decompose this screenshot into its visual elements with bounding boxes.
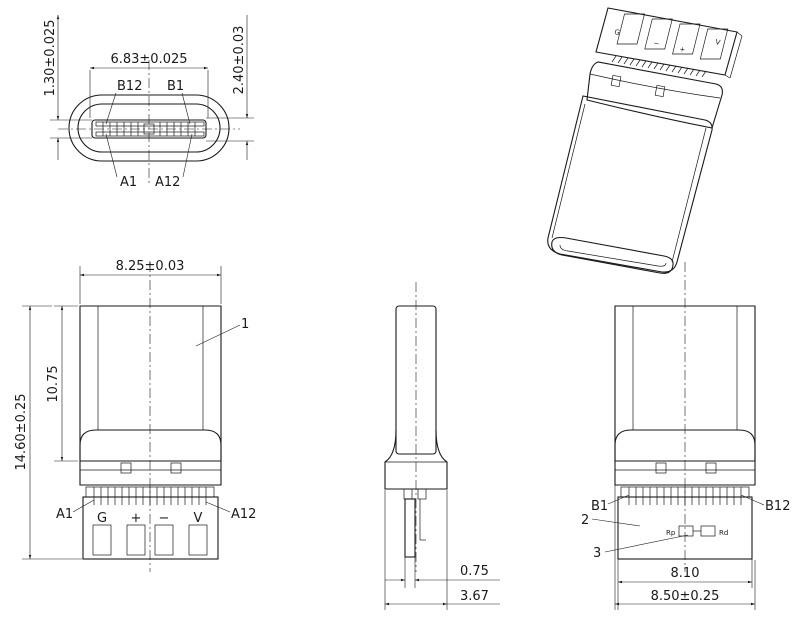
contact-row-top (95, 121, 205, 127)
back-view: Rp Rd 8.10 8.50±0.25 B1 B12 2 3 (581, 262, 790, 610)
front-pad-label-v: V (194, 511, 203, 526)
front-pin-label-a12: A12 (231, 507, 256, 522)
iso-pad-label-v: V (715, 38, 722, 47)
iso-pad (644, 18, 673, 50)
iso-pad-label-minus: − (653, 39, 661, 48)
front-overmold-collar (79, 429, 222, 461)
front-pin-label-a1: A1 (56, 507, 73, 522)
iso-port-opening (551, 236, 674, 274)
isometric-view: G − + V (547, 7, 743, 274)
front-total-length-dimension: 14.60±0.25 (14, 393, 29, 470)
back-shell-body (614, 305, 756, 486)
front-pad-plus (126, 524, 146, 556)
front-body-length-dimension: 10.75 (46, 365, 61, 402)
front-pad-label-g: G (97, 511, 107, 526)
side-pcb-thickness-dimension: 0.75 (460, 564, 489, 579)
front-width-dimension: 8.25±0.03 (116, 259, 185, 274)
resistor-rp (678, 525, 694, 537)
pin-label-b12: B12 (117, 79, 142, 94)
back-pin-label-b12: B12 (765, 499, 790, 514)
front-view: G + − V 8.25±0.03 10.75 14.60±0.25 1 A1 … (14, 259, 256, 572)
side-view: 0.75 3.67 (384, 282, 500, 610)
callout-3: 3 (593, 546, 601, 561)
back-pin-label-b1: B1 (591, 499, 608, 514)
front-pad-minus (154, 524, 174, 556)
top-view-outer-height-dimension: 2.40±0.03 (232, 26, 247, 95)
top-view: 6.83±0.025 1.30±0.025 2.40±0.03 B12 B1 A… (43, 15, 254, 190)
iso-pad (699, 28, 729, 60)
back-inner-width-dimension: 8.10 (671, 566, 700, 581)
shell-outer-outline (68, 94, 230, 162)
front-pad-label-plus: + (131, 511, 142, 526)
iso-metal-shell (547, 95, 713, 273)
iso-overmold-collar (586, 61, 723, 129)
resistor-label-rd: Rd (719, 529, 728, 537)
front-pad-v (188, 524, 208, 556)
top-view-width-dimension: 6.83±0.025 (110, 52, 187, 67)
side-paddle-board (404, 498, 416, 558)
back-outer-width-dimension: 8.50±0.25 (651, 589, 720, 604)
contact-row-bottom (95, 131, 205, 137)
iso-pad-label-plus: + (679, 45, 687, 54)
front-pad-label-minus: − (159, 511, 170, 526)
callout-2: 2 (581, 513, 589, 528)
callout-1: 1 (241, 317, 249, 332)
front-shell-body (79, 305, 222, 486)
front-paddle-board (82, 496, 219, 560)
side-total-thickness-dimension: 3.67 (460, 589, 489, 604)
iso-pad-label-g: G (614, 28, 621, 37)
pin-label-b1: B1 (167, 79, 184, 94)
front-pad-g (92, 524, 112, 556)
iso-pad (616, 13, 645, 45)
pin-label-a12: A12 (155, 175, 180, 190)
resistor-rd (700, 525, 716, 537)
pin-label-a1: A1 (120, 175, 137, 190)
top-view-inner-height-dimension: 1.30±0.025 (43, 19, 58, 96)
iso-pad (672, 23, 701, 55)
resistor-label-rp: Rp (666, 529, 676, 537)
